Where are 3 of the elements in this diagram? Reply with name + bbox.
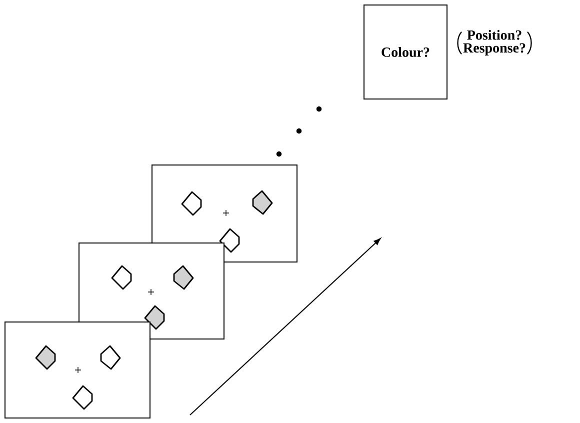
display-frame [4,322,150,418]
prompt-box: Colour? [364,4,448,100]
bracketed-note: Position? Response? [457,30,532,56]
